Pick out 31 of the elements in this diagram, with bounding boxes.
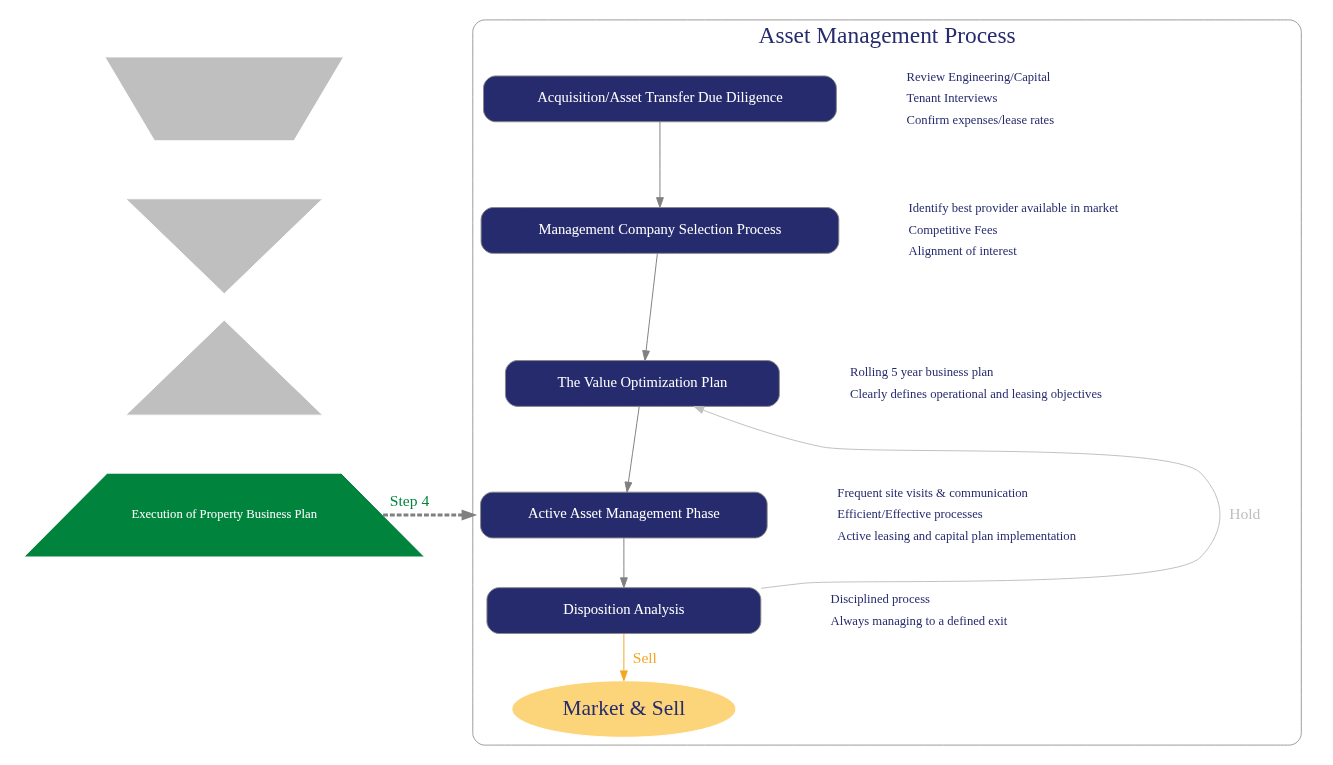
edge-label: Hold [1229, 504, 1261, 522]
arrow [624, 405, 640, 493]
node-ellipse: Market & Sell [511, 680, 737, 738]
arrow [656, 121, 664, 208]
node-label: Confirm expenses/lease rates [906, 112, 1055, 127]
arrow [642, 252, 658, 361]
node-box: Disposition Analysis [486, 587, 762, 634]
node-triangle [125, 198, 324, 295]
arrow [383, 509, 478, 521]
node-box: The Value Optimization Plan [504, 360, 780, 407]
arrow [693, 406, 1221, 589]
node-label: Frequent site visits & communication [837, 485, 1028, 500]
edge-label: Sell [632, 649, 657, 667]
node-box: Acquisition/Asset Transfer Due Diligence [483, 75, 837, 123]
node-label: Alignment of interest [908, 244, 1017, 259]
node-box: Management Company Selection Process [480, 207, 840, 254]
node-label: Tenant Interviews [906, 91, 998, 106]
node-label: Review Engineering/Capital [906, 69, 1051, 84]
node-label: Efficient/Effective processes [837, 507, 983, 522]
node-label: Competitive Fees [908, 222, 998, 237]
node-label: Rolling 5 year business plan [850, 365, 994, 380]
node-label: Clearly defines operational and leasing objectives [850, 386, 1102, 401]
node-box: Active Asset Management Phase [480, 491, 768, 539]
node-label: Identify best provider available in market [908, 201, 1119, 216]
node-label: Active leasing and capital plan implementation [837, 528, 1076, 543]
node-triangle [125, 319, 324, 416]
node-label: Disciplined process [830, 592, 930, 607]
arrow [619, 537, 628, 589]
node-trapezoid [104, 56, 345, 142]
node-label: Always managing to a defined exit [830, 613, 1008, 628]
arrow [619, 633, 628, 682]
